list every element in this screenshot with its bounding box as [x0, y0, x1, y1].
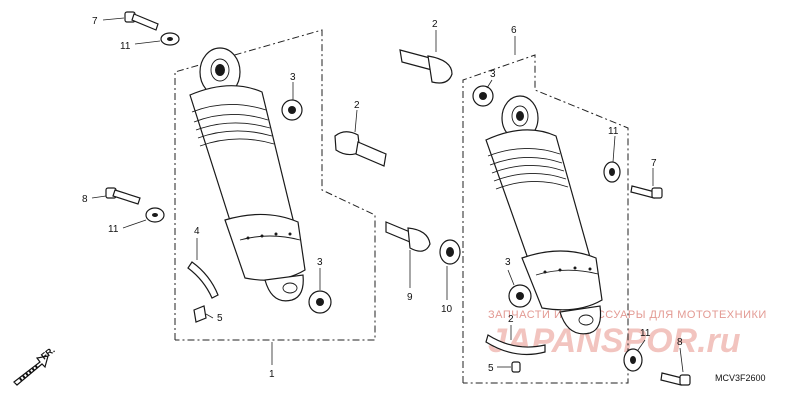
callout-5-left: 5 [217, 313, 223, 324]
callout-6: 6 [511, 25, 517, 36]
washer-11-right-bottom [623, 348, 643, 372]
washer-11-left-top [160, 32, 180, 46]
watermark-tagline: ЗАПЧАСТИ И АКСЕССУАРЫ ДЛЯ МОТОТЕХНИКИ [488, 309, 767, 321]
leader-lines [91, 17, 684, 373]
callout-7-left: 7 [92, 16, 98, 27]
left-shock-absorber [189, 47, 306, 302]
callouts: 7 11 3 2 2 6 3 11 7 8 11 4 5 3 1 9 10 3 … [82, 16, 683, 380]
bushing-3-left-bottom [308, 290, 332, 314]
bolt-8-right [660, 372, 691, 386]
callout-3-right-bottom: 3 [505, 257, 511, 268]
bolt-8-left [105, 187, 141, 205]
callout-1: 1 [269, 369, 275, 380]
stud-bolt-2-top [399, 49, 453, 84]
bushing-3-right-bottom [508, 284, 532, 308]
bushing-3-left-top [281, 99, 303, 121]
callout-9: 9 [407, 292, 413, 303]
callout-11-left-bottom: 11 [108, 224, 119, 235]
callout-3-left-top: 3 [290, 72, 296, 83]
callout-3-right-top: 3 [490, 69, 496, 80]
callout-5-right: 5 [488, 363, 494, 374]
callout-2-top: 2 [432, 19, 438, 30]
front-direction-arrow: FR. [13, 345, 57, 386]
callout-11-right-bottom: 11 [640, 328, 651, 339]
collar-5-left [193, 305, 207, 323]
left-assembly-frame [174, 29, 376, 341]
bolt-7-left [124, 11, 159, 31]
callout-8-right: 8 [677, 337, 683, 348]
callout-10: 10 [441, 304, 453, 315]
collar-5-right [511, 361, 521, 373]
right-shock-absorber [485, 95, 603, 335]
washer-11-left-bottom [145, 207, 165, 223]
callout-2-bottom: 2 [508, 314, 514, 325]
bolt-7-right [630, 185, 663, 199]
stud-bolt-2-middle [334, 131, 387, 167]
diagram-code: MCV3F2600 [715, 373, 766, 383]
callout-3-left-bottom: 3 [317, 257, 323, 268]
clip-4-right [485, 334, 546, 355]
clip-4-left [187, 261, 219, 299]
callout-7-right: 7 [651, 158, 657, 169]
right-assembly-frame [462, 54, 629, 384]
bushing-3-right-top [472, 85, 494, 107]
bolt-9 [385, 221, 431, 252]
washer-11-right-top [603, 161, 621, 183]
callout-8-left: 8 [82, 194, 88, 205]
callout-2-middle: 2 [354, 100, 360, 111]
callout-4: 4 [194, 226, 200, 237]
callout-11-left-top: 11 [120, 41, 131, 52]
callout-11-right-top: 11 [608, 126, 619, 137]
washer-10 [439, 239, 461, 265]
